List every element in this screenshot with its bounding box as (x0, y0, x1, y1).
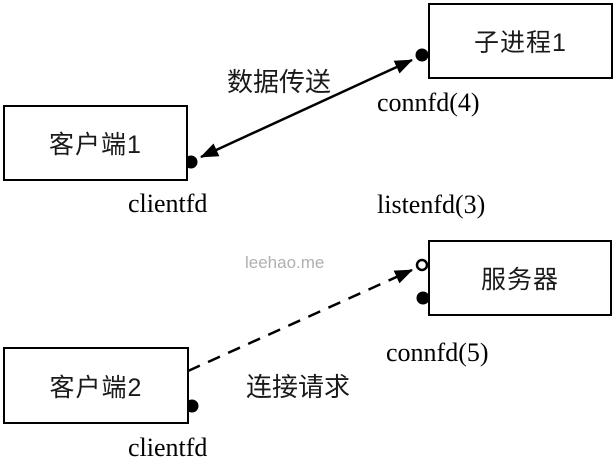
socket-dot-connfd5 (416, 291, 430, 305)
node-client2-label: 客户端2 (49, 373, 143, 402)
node-server-label: 服务器 (480, 266, 559, 294)
edge-label-connect-request: 连接请求 (246, 373, 351, 402)
fd-label-connfd5: connfd(5) (386, 338, 489, 367)
node-server: 服务器 (428, 240, 612, 316)
fd-label-clientfd1: clientfd (128, 189, 208, 218)
edge-label-data-transfer: 数据传送 (227, 68, 332, 97)
node-child-process1-label: 子进程1 (474, 29, 567, 57)
fd-label-connfd4: connfd(4) (377, 88, 480, 117)
node-child-process1: 子进程1 (428, 3, 613, 79)
edge-connect-request (187, 268, 413, 373)
edge-data-transfer (200, 58, 413, 159)
socket-circle-listenfd (415, 258, 429, 272)
node-client1-label: 客户端1 (49, 131, 142, 159)
socket-dot-child-process1 (415, 48, 429, 62)
node-client2: 客户端2 (3, 347, 189, 424)
fd-label-clientfd2: clientfd (128, 433, 208, 462)
node-client1: 客户端1 (3, 105, 188, 181)
fd-label-listenfd3: listenfd(3) (377, 190, 486, 219)
watermark: leehao.me (245, 253, 325, 272)
